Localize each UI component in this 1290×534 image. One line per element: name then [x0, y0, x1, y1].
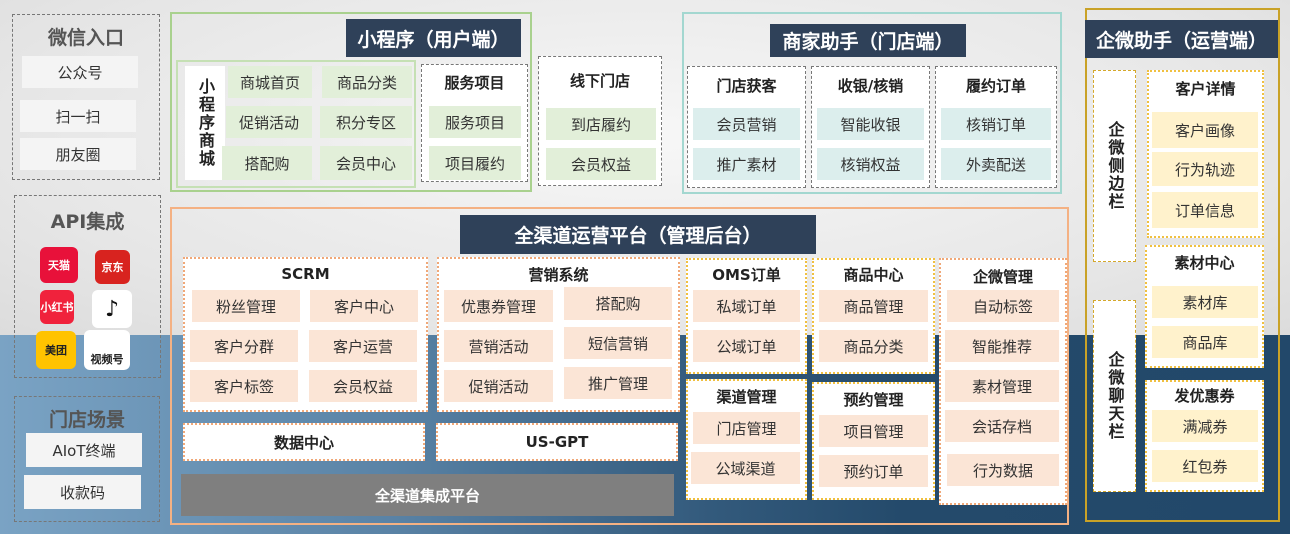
platform-title: 全渠道运营平台（管理后台） [460, 215, 816, 254]
customer-item[interactable]: 行为轨迹 [1152, 152, 1258, 186]
merchant-item[interactable]: 推广素材 [693, 148, 800, 180]
miniapp-title: 小程序（用户端） [346, 19, 521, 57]
marketing-item[interactable]: 营销活动 [444, 330, 553, 362]
customer-title: 客户详情 [1175, 79, 1236, 98]
material-title: 素材中心 [1174, 253, 1235, 272]
mall-item[interactable]: 积分专区 [320, 106, 412, 138]
marketing-item[interactable]: 短信营销 [564, 327, 672, 359]
marketing-item[interactable]: 优惠券管理 [444, 290, 553, 322]
mall-item[interactable]: 搭配购 [222, 146, 312, 180]
oms-item[interactable]: 公域订单 [693, 330, 800, 362]
coupon-title: 发优惠券 [1174, 386, 1235, 405]
wecom-mgmt-item[interactable]: 会话存档 [945, 410, 1059, 442]
mall-item[interactable]: 商品分类 [322, 66, 412, 98]
booking-title: 预约管理 [843, 390, 904, 409]
marketing-item[interactable]: 促销活动 [444, 370, 553, 402]
mall-label: 小程序商城 [185, 66, 225, 180]
store-item[interactable]: AIoT终端 [26, 433, 142, 467]
scrm-item[interactable]: 粉丝管理 [192, 290, 300, 322]
wecom-mgmt-title: 企微管理 [972, 267, 1033, 286]
channel-title: 渠道管理 [716, 387, 777, 406]
data-center[interactable]: 数据中心 [183, 423, 425, 461]
store-panel [14, 396, 160, 522]
marketing-item[interactable]: 推广管理 [564, 367, 672, 399]
offline-title: 线下门店 [569, 71, 630, 90]
service-title: 服务项目 [444, 73, 505, 92]
service-item[interactable]: 项目履约 [429, 146, 521, 180]
xiaohongshu-icon: 小红书 [40, 290, 74, 324]
merchant-item[interactable]: 外卖配送 [941, 148, 1051, 180]
merchant-panel [682, 12, 1062, 194]
store-title: 门店场景 [48, 408, 125, 431]
merchant-title: 商家助手（门店端） [770, 24, 966, 57]
platform-panel [170, 207, 1069, 525]
scrm-item[interactable]: 客户分群 [190, 330, 298, 362]
customer-item[interactable]: 订单信息 [1152, 192, 1258, 228]
merchant-group-title: 收银/核销 [837, 76, 904, 95]
wechat-item[interactable]: 朋友圈 [20, 138, 136, 170]
wecom-mgmt-item[interactable]: 素材管理 [945, 370, 1059, 402]
oms-title: OMS订单 [712, 265, 781, 284]
wechat-entry-panel [12, 14, 160, 180]
mall-item[interactable]: 促销活动 [226, 106, 312, 138]
mall-item[interactable]: 会员中心 [320, 146, 412, 180]
customer-item[interactable]: 客户画像 [1152, 112, 1258, 148]
booking-item[interactable]: 项目管理 [819, 415, 928, 447]
scrm-title: SCRM [281, 265, 330, 283]
material-item[interactable]: 商品库 [1152, 326, 1258, 358]
oms-item[interactable]: 私域订单 [693, 290, 800, 322]
product-item[interactable]: 商品分类 [819, 330, 928, 362]
mall-item[interactable]: 商城首页 [228, 66, 312, 98]
store-item[interactable]: 收款码 [24, 475, 141, 509]
merchant-group-title: 门店获客 [716, 76, 777, 95]
channel-item[interactable]: 公域渠道 [691, 452, 800, 484]
coupon-item[interactable]: 红包券 [1152, 450, 1258, 482]
wecom-title: 企微助手（运营端） [1085, 20, 1278, 58]
mall-panel [176, 60, 416, 188]
channel-item[interactable]: 门店管理 [693, 412, 800, 444]
wechat-entry-title: 微信入口 [47, 26, 124, 49]
wecom-mgmt-item[interactable]: 自动标签 [947, 290, 1059, 322]
offline-item[interactable]: 到店履约 [546, 108, 656, 140]
service-item[interactable]: 服务项目 [429, 106, 521, 138]
product-item[interactable]: 商品管理 [819, 290, 928, 322]
scrm-item[interactable]: 客户运营 [309, 330, 417, 362]
meituan-icon: 美团 [36, 331, 76, 369]
wecom-sidebar[interactable]: 企微侧边栏 [1093, 70, 1136, 262]
offline-item[interactable]: 会员权益 [546, 148, 656, 180]
booking-item[interactable]: 预约订单 [819, 455, 928, 487]
wechat-item[interactable]: 扫一扫 [20, 100, 136, 132]
jd-icon: 京东 [95, 250, 130, 284]
douyin-icon: ♪ [92, 290, 132, 328]
channels-icon: 视频号 [84, 330, 130, 370]
marketing-item[interactable]: 搭配购 [564, 287, 672, 320]
miniapp-panel [170, 12, 532, 192]
wecom-panel [1085, 8, 1280, 522]
scrm-item[interactable]: 客户标签 [190, 370, 298, 402]
api-panel [14, 195, 161, 378]
merchant-item[interactable]: 核销订单 [941, 108, 1051, 140]
material-item[interactable]: 素材库 [1152, 286, 1258, 318]
marketing-title: 营销系统 [528, 265, 589, 284]
wechat-item[interactable]: 公众号 [22, 56, 138, 88]
product-title: 商品中心 [843, 265, 904, 284]
wecom-mgmt-item[interactable]: 行为数据 [947, 454, 1059, 486]
merchant-group-title: 履约订单 [965, 76, 1026, 95]
merchant-item[interactable]: 会员营销 [693, 108, 800, 140]
tmall-icon: 天猫 [40, 247, 78, 283]
us-gpt[interactable]: US-GPT [436, 423, 678, 461]
scrm-item[interactable]: 会员权益 [309, 370, 417, 402]
wecom-mgmt-item[interactable]: 智能推荐 [945, 330, 1059, 362]
api-title: API集成 [50, 210, 125, 233]
merchant-item[interactable]: 核销权益 [817, 148, 924, 180]
scrm-item[interactable]: 客户中心 [310, 290, 418, 322]
integration-platform[interactable]: 全渠道集成平台 [181, 474, 674, 516]
merchant-item[interactable]: 智能收银 [817, 108, 924, 140]
coupon-item[interactable]: 满减券 [1152, 410, 1258, 442]
wecom-chatbar[interactable]: 企微聊天栏 [1093, 300, 1136, 492]
